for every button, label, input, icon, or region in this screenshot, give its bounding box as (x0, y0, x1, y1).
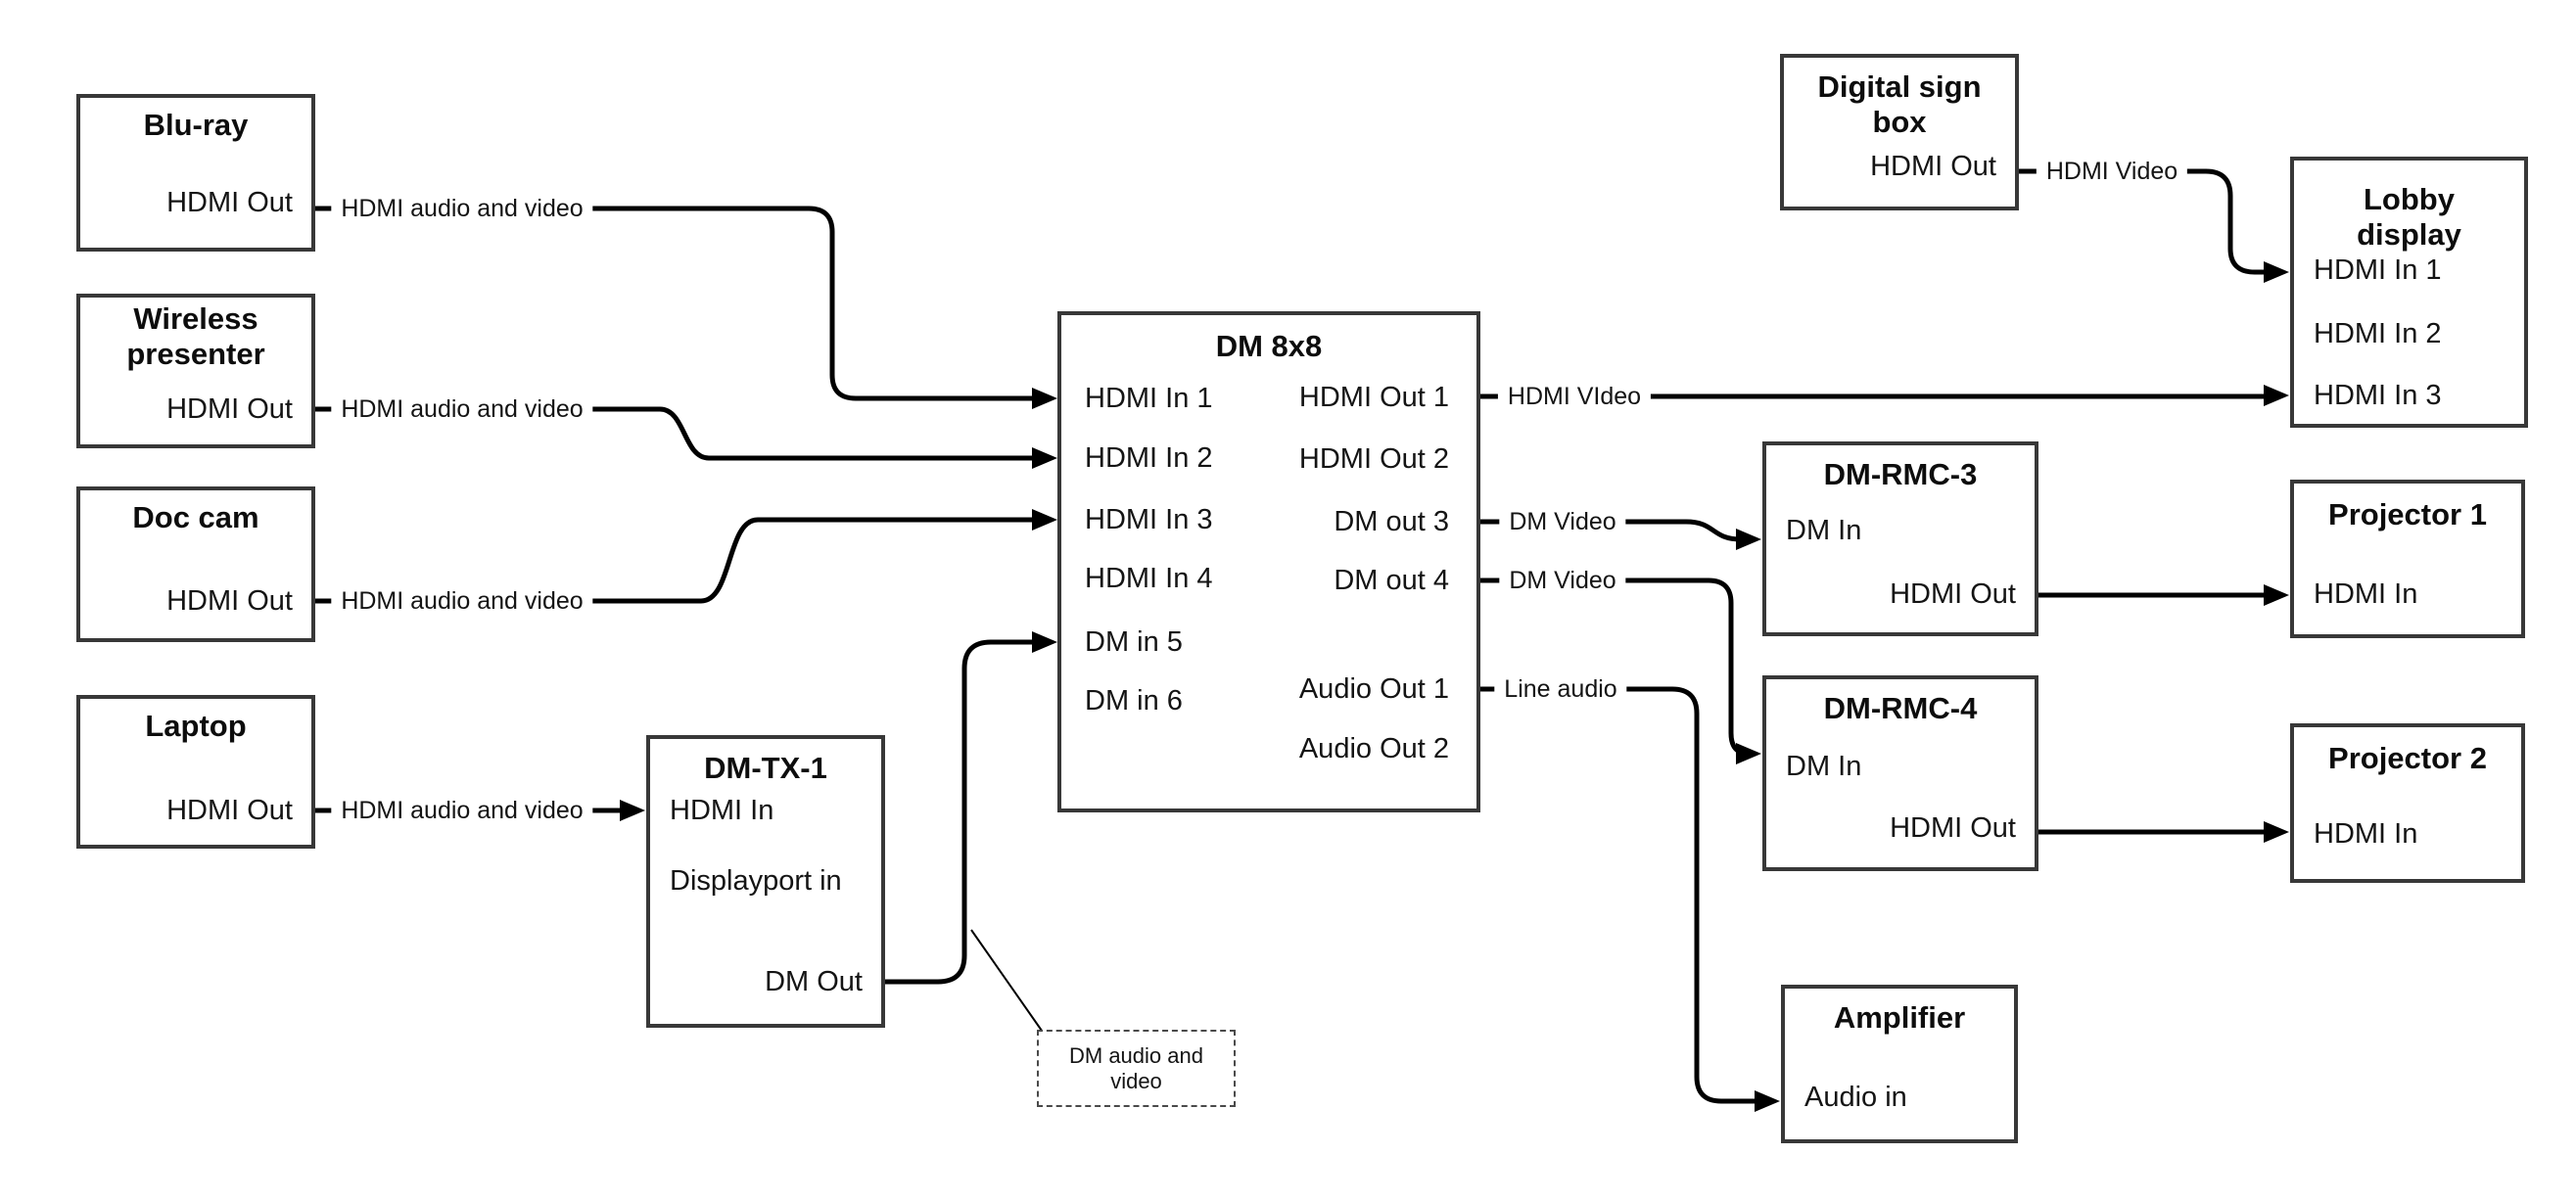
wire-label-hdmi-video-digsign: HDMI Video (2036, 157, 2188, 186)
port-dm8x8-audio-out-2: Audio Out 2 (1298, 733, 1449, 764)
arrowhead-rmc3-dmin (1736, 529, 1761, 550)
arrowhead-lobby-in1 (2264, 261, 2289, 283)
wire-digsign-to-lobby-in1 (2019, 168, 2268, 275)
arrowhead-dm8x8-in3 (1032, 509, 1057, 531)
port-dmtx1-displayport-in: Displayport in (670, 865, 842, 897)
arrowhead-dm8x8-in2 (1032, 447, 1057, 469)
node-dm-rmc-3: DM-RMC-3 DM In HDMI Out (1762, 441, 2038, 636)
node-title: Doc cam (132, 500, 259, 534)
node-dm-tx-1: DM-TX-1 HDMI In Displayport in DM Out (646, 735, 885, 1028)
arrowhead-proj1-in (2264, 584, 2289, 606)
port-dm8x8-hdmi-in-4: HDMI In 4 (1085, 563, 1213, 594)
port-dm8x8-hdmi-in-3: HDMI In 3 (1085, 504, 1213, 535)
port-proj2-hdmi-in: HDMI In (2314, 818, 2418, 850)
annotation-dm-audio-video: DM audio and video (1037, 1030, 1236, 1107)
port-rmc4-hdmi-out: HDMI Out (1890, 812, 2016, 844)
port-rmc3-dm-in: DM In (1786, 515, 1862, 546)
wire-label-dm-video-4: DM Video (1499, 566, 1626, 595)
port-digsign-hdmi-out: HDMI Out (1870, 151, 1996, 182)
node-title: Blu-ray (143, 108, 249, 142)
arrowhead-amp-audioin (1755, 1090, 1780, 1112)
annotation-leader-line (970, 929, 1043, 1032)
arrowhead-rmc4-dmin (1736, 743, 1761, 764)
wire-label-laptop: HDMI audio and video (331, 796, 593, 825)
port-dm8x8-audio-out-1: Audio Out 1 (1298, 673, 1449, 705)
node-title: DM-RMC-3 (1823, 457, 1978, 491)
port-lobby-hdmi-in-1: HDMI In 1 (2314, 254, 2442, 286)
port-dm8x8-dm-out-3: DM out 3 (1334, 506, 1449, 537)
port-lobby-hdmi-in-3: HDMI In 3 (2314, 380, 2442, 411)
node-title: Wireless presenter (126, 301, 265, 371)
node-projector-1: Projector 1 HDMI In (2290, 480, 2525, 638)
arrowhead-lobby-in3 (2264, 385, 2289, 406)
node-title: DM-TX-1 (704, 751, 827, 785)
port-amp-audio-in: Audio in (1804, 1082, 1907, 1113)
port-dm8x8-dm-out-4: DM out 4 (1334, 565, 1449, 596)
arrowhead-dmtx1-in (620, 800, 645, 821)
port-rmc4-dm-in: DM In (1786, 751, 1862, 782)
port-dm8x8-hdmi-out-2: HDMI Out 2 (1298, 443, 1449, 475)
node-amplifier: Amplifier Audio in (1781, 985, 2018, 1143)
port-dmtx1-dm-out: DM Out (765, 966, 863, 997)
port-dm8x8-hdmi-in-1: HDMI In 1 (1085, 383, 1213, 414)
node-title: Laptop (145, 709, 247, 743)
node-dm-rmc-4: DM-RMC-4 DM In HDMI Out (1762, 675, 2038, 871)
port-rmc3-hdmi-out: HDMI Out (1890, 578, 2016, 610)
node-title: DM-RMC-4 (1823, 691, 1978, 725)
port-lobby-hdmi-in-2: HDMI In 2 (2314, 318, 2442, 349)
node-doc-cam: Doc cam HDMI Out (76, 486, 315, 642)
port-dm8x8-dm-in-5: DM in 5 (1085, 626, 1183, 658)
node-title: Amplifier (1833, 1000, 1966, 1035)
wire-label-line-audio: Line audio (1494, 674, 1627, 704)
wire-dmtx1-to-dm8x8-in5 (885, 639, 1036, 985)
wire-label-wireless: HDMI audio and video (331, 394, 593, 424)
wire-label-hdmi-video-out1: HDMI VIdeo (1497, 382, 1652, 411)
node-title: Projector 1 (2328, 497, 2487, 531)
node-lobby-display: Lobby display HDMI In 1 HDMI In 2 HDMI I… (2290, 157, 2528, 428)
annotation-text: DM audio and video (1069, 1042, 1203, 1093)
wire-label-bluray: HDMI audio and video (331, 194, 593, 223)
wire-label-dm-video-3: DM Video (1499, 507, 1626, 536)
node-title: Lobby display (2357, 182, 2461, 252)
port-dm8x8-hdmi-in-2: HDMI In 2 (1085, 442, 1213, 474)
node-dm-8x8: DM 8x8 HDMI In 1 HDMI In 2 HDMI In 3 HDM… (1057, 311, 1480, 812)
node-title: Digital sign box (1817, 69, 1982, 139)
port-bluray-hdmi-out: HDMI Out (166, 187, 293, 218)
port-dm8x8-dm-in-6: DM in 6 (1085, 685, 1183, 716)
node-digital-sign-box: Digital sign box HDMI Out (1780, 54, 2019, 210)
wire-bluray-to-dm8x8-in1 (315, 206, 1036, 401)
arrowhead-dm8x8-in1 (1032, 388, 1057, 409)
node-title: DM 8x8 (1215, 329, 1323, 363)
wire-label-doccam: HDMI audio and video (331, 586, 593, 616)
wire-dm8x8-audio1-to-amp (1480, 686, 1758, 1104)
port-dmtx1-hdmi-in: HDMI In (670, 795, 774, 826)
port-proj1-hdmi-in: HDMI In (2314, 578, 2418, 610)
wire-dm8x8-out4-to-rmc4 (1480, 577, 1750, 757)
arrowhead-proj2-in (2264, 821, 2289, 843)
arrowhead-dm8x8-in5 (1032, 631, 1057, 653)
port-dm8x8-hdmi-out-1: HDMI Out 1 (1298, 382, 1449, 413)
node-wireless-presenter: Wireless presenter HDMI Out (76, 294, 315, 448)
node-laptop: Laptop HDMI Out (76, 695, 315, 849)
node-bluray: Blu-ray HDMI Out (76, 94, 315, 252)
node-projector-2: Projector 2 HDMI In (2290, 723, 2525, 883)
port-laptop-hdmi-out: HDMI Out (166, 795, 293, 826)
port-wireless-hdmi-out: HDMI Out (166, 393, 293, 425)
node-title: Projector 2 (2328, 741, 2487, 775)
port-doccam-hdmi-out: HDMI Out (166, 585, 293, 617)
